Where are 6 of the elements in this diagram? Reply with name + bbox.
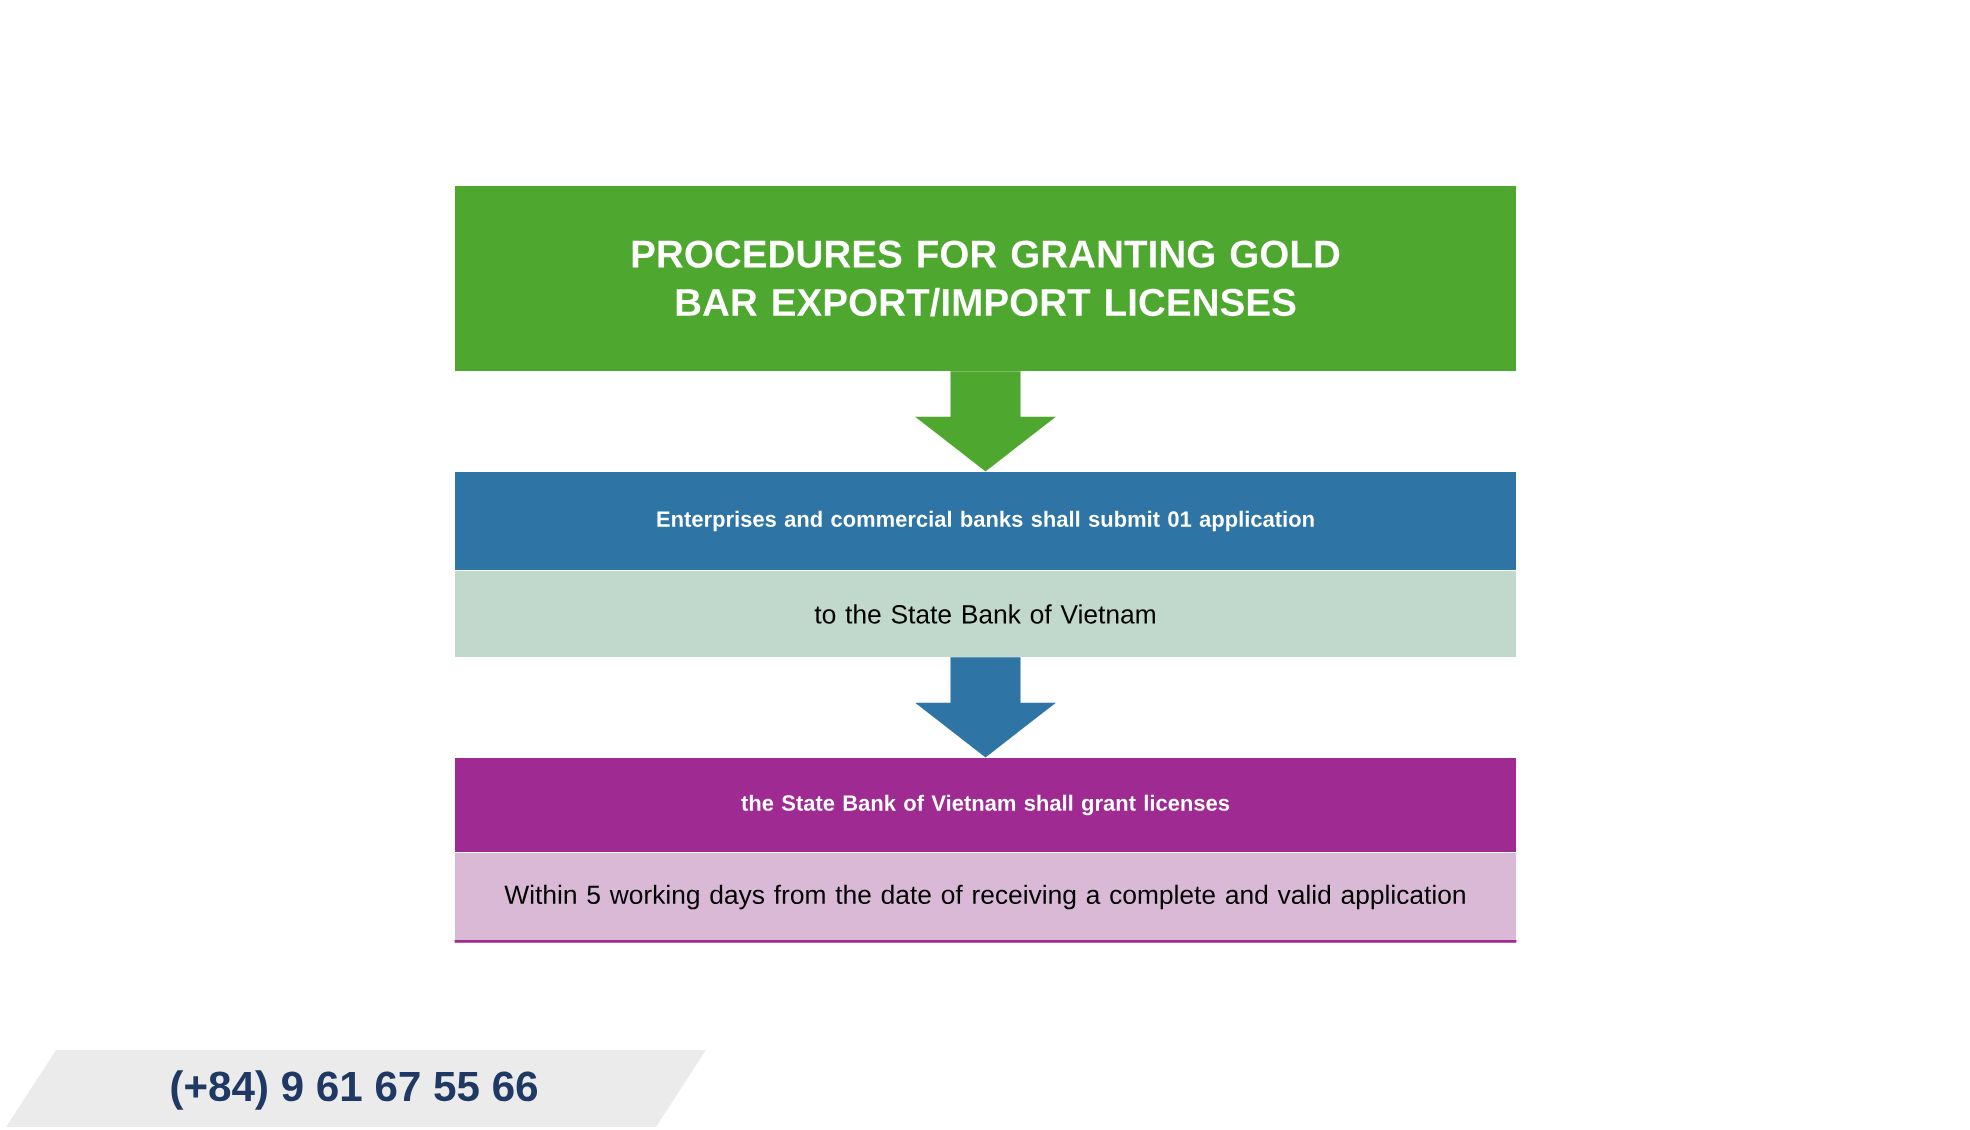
- step-band: Enterprises and commercial banks shall submit 01 application: [455, 472, 1516, 570]
- step-band: the State Bank of Vietnam shall grant licenses: [455, 758, 1516, 852]
- phone-number: (+84) 9 61 67 55 66: [171, 1070, 538, 1110]
- step-box: to the State Bank of Vietnam: [455, 571, 1516, 657]
- step-box: Within 5 working days from the date of receiving a complete and valid application: [455, 853, 1516, 941]
- title-box: PROCEDURES FOR GRANTING GOLD BAR EXPORT/IMPORT LICENSES: [455, 186, 1516, 371]
